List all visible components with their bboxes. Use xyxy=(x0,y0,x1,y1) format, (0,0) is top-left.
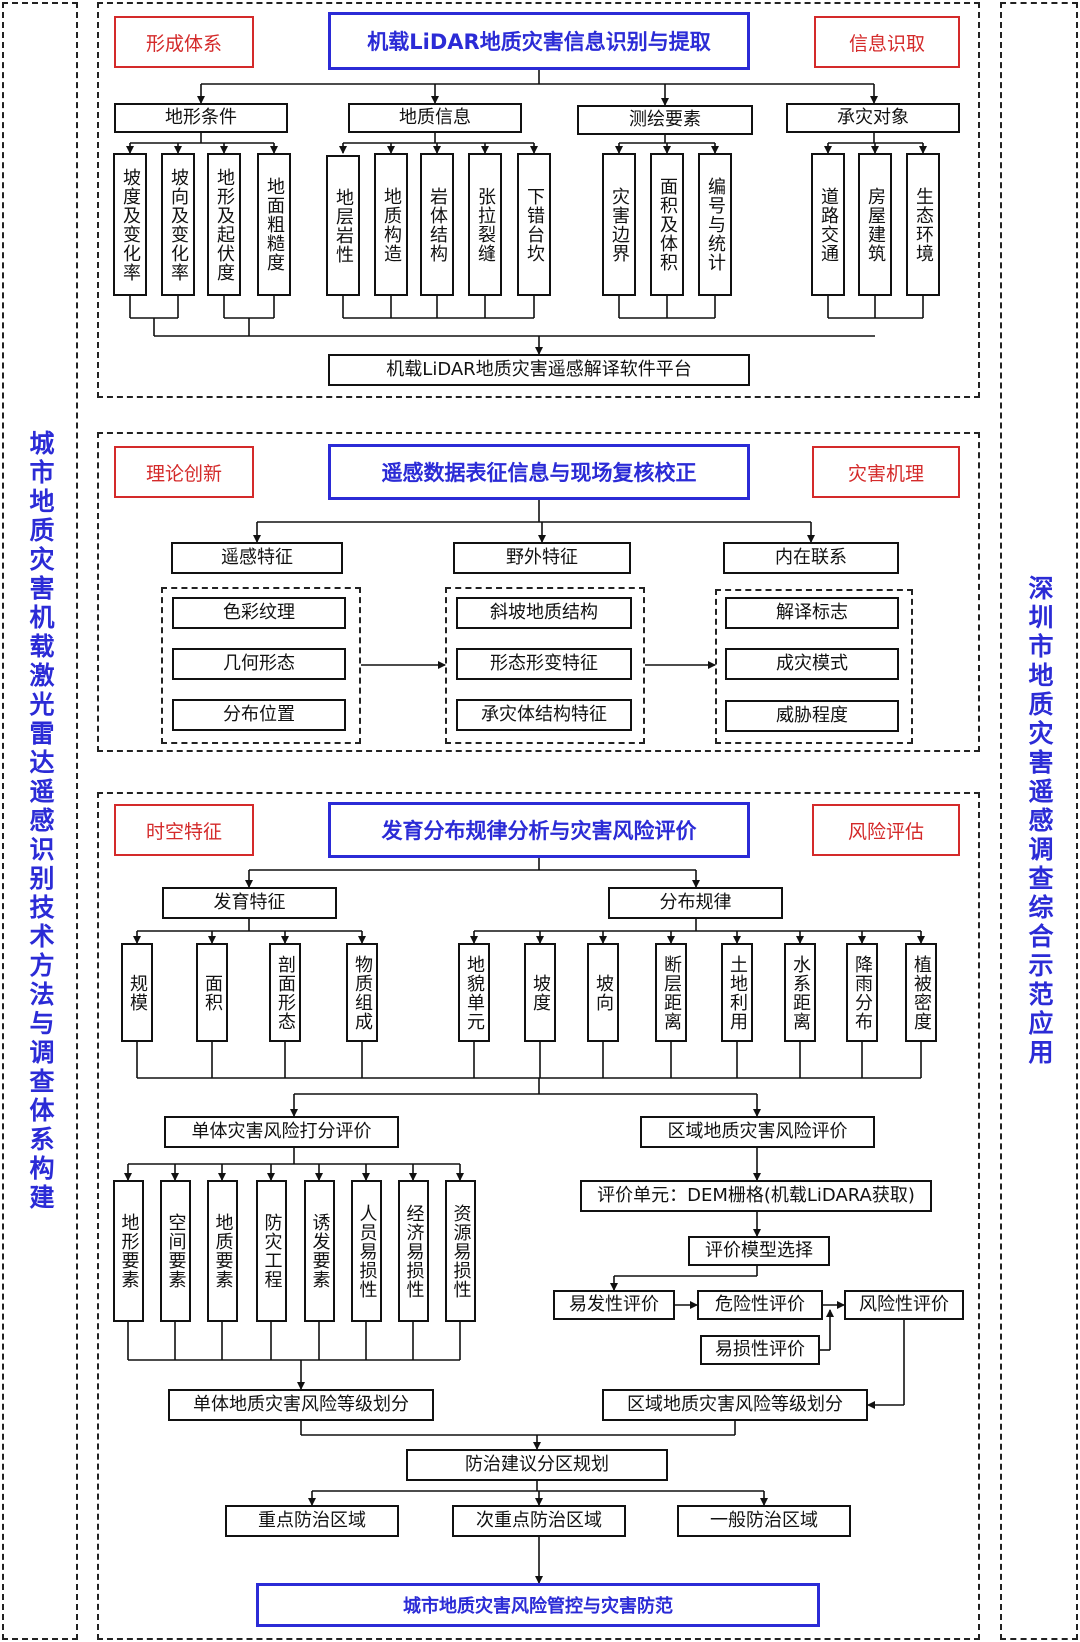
field-feature-item: 形态形变特征 xyxy=(456,648,632,680)
inner-link-item: 解译标志 xyxy=(725,597,899,629)
dist-item: 水系距离 xyxy=(784,943,816,1042)
right-label: 深圳市地质灾害遥感调查综合示范应用 xyxy=(1025,574,1054,1068)
terrain-item: 坡度及变化率 xyxy=(113,153,147,296)
section3-title: 发育分布规律分析与灾害风险评价 xyxy=(328,802,750,858)
bearer-item: 生态环境 xyxy=(906,153,940,296)
dist-rule-label: 分布规律 xyxy=(608,887,783,919)
terrain-item: 地面粗糙度 xyxy=(257,153,291,296)
right-label-wrap: 深圳市地质灾害遥感调查综合示范应用 xyxy=(1000,2,1078,1640)
tag-mechanism: 灾害机理 xyxy=(812,446,960,498)
zone-general: 一般防治区域 xyxy=(677,1505,851,1537)
left-frame xyxy=(2,2,78,1640)
region-risk-label: 区域地质灾害风险评价 xyxy=(640,1116,875,1148)
dist-item: 植被密度 xyxy=(905,943,937,1042)
region-grade: 区域地质灾害风险等级划分 xyxy=(602,1389,868,1421)
inner-link-group xyxy=(715,589,913,744)
survey-item: 灾害边界 xyxy=(602,153,636,296)
left-label: 城市地质灾害机载激光雷达遥感识别技术方法与调查体系构建 xyxy=(26,429,55,1213)
inner-link-item: 威胁程度 xyxy=(725,700,899,732)
final-goal: 城市地质灾害风险管控与灾害防范 xyxy=(256,1583,820,1627)
dist-item: 降雨分布 xyxy=(846,943,878,1042)
single-item: 经济易损性 xyxy=(398,1180,429,1322)
tag-theory: 理论创新 xyxy=(114,446,254,498)
field-feature-item: 承灾体结构特征 xyxy=(456,699,632,731)
group-survey: 测绘要素 xyxy=(577,105,753,135)
inner-link-label: 内在联系 xyxy=(723,542,899,574)
terrain-item: 坡向及变化率 xyxy=(161,153,195,296)
geology-item: 下错台坎 xyxy=(517,153,551,296)
section3-frame xyxy=(97,792,980,1640)
eval-unit: 评价单元：DEM栅格(机载LiDARA获取) xyxy=(580,1180,932,1212)
single-item: 人员易损性 xyxy=(351,1180,382,1322)
single-grade: 单体地质灾害风险等级划分 xyxy=(168,1389,434,1421)
survey-item: 面积及体积 xyxy=(650,153,684,296)
single-item: 地形要素 xyxy=(113,1180,144,1322)
dist-item: 断层距离 xyxy=(655,943,687,1042)
model-select: 评价模型选择 xyxy=(688,1236,830,1266)
dev-feature-label: 发育特征 xyxy=(162,887,337,919)
tag-form-system: 形成体系 xyxy=(114,16,254,68)
dev-item: 物质组成 xyxy=(346,943,378,1042)
single-item: 诱发要素 xyxy=(304,1180,335,1322)
bearer-item: 道路交通 xyxy=(811,153,845,296)
group-hazard-bearer: 承灾对象 xyxy=(786,103,960,133)
field-feature-group xyxy=(445,587,645,744)
dist-item: 土地利用 xyxy=(721,943,753,1042)
risk-eval: 风险性评价 xyxy=(844,1290,964,1320)
dist-item: 地貌单元 xyxy=(458,943,490,1042)
dev-item: 面积 xyxy=(196,943,228,1042)
left-label-wrap: 城市地质灾害机载激光雷达遥感识别技术方法与调查体系构建 xyxy=(2,2,78,1640)
zoning-plan: 防治建议分区规划 xyxy=(406,1449,668,1481)
tag-risk-assess: 风险评估 xyxy=(812,804,960,856)
rs-feature-item: 几何形态 xyxy=(172,648,346,680)
susceptibility-eval: 易发性评价 xyxy=(553,1290,675,1320)
rs-feature-label: 遥感特征 xyxy=(171,542,343,574)
tag-spatiotemporal: 时空特征 xyxy=(114,804,254,856)
single-item: 空间要素 xyxy=(160,1180,191,1322)
field-feature-label: 野外特征 xyxy=(453,542,631,574)
single-item: 地质要素 xyxy=(207,1180,238,1322)
group-terrain: 地形条件 xyxy=(114,103,288,133)
geology-item: 张拉裂缝 xyxy=(468,153,502,296)
vulnerability-eval: 易损性评价 xyxy=(700,1335,820,1365)
rs-feature-item: 分布位置 xyxy=(172,699,346,731)
zone-key: 重点防治区域 xyxy=(225,1505,399,1537)
geology-item: 地质构造 xyxy=(374,153,408,296)
dev-item: 剖面形态 xyxy=(269,943,301,1042)
section1-title: 机载LiDAR地质灾害信息识别与提取 xyxy=(328,12,750,70)
geology-item: 岩体结构 xyxy=(420,153,454,296)
single-item: 防灾工程 xyxy=(256,1180,287,1322)
right-frame xyxy=(1000,2,1078,1640)
section2-title: 遥感数据表征信息与现场复核校正 xyxy=(328,444,750,500)
software-platform: 机载LiDAR地质灾害遥感解译软件平台 xyxy=(328,354,750,386)
dist-item: 坡向 xyxy=(587,943,619,1042)
group-geology: 地质信息 xyxy=(348,103,522,133)
field-feature-item: 斜坡地质结构 xyxy=(456,597,632,629)
survey-item: 编号与统计 xyxy=(698,153,732,296)
dist-item: 坡度 xyxy=(524,943,556,1042)
single-risk-label: 单体灾害风险打分评价 xyxy=(164,1116,399,1148)
tag-info-extract: 信息识取 xyxy=(814,16,960,68)
single-item: 资源易损性 xyxy=(445,1180,476,1322)
rs-feature-group xyxy=(161,587,361,744)
terrain-item: 地形及起伏度 xyxy=(207,153,241,296)
dev-item: 规模 xyxy=(121,943,153,1042)
rs-feature-item: 色彩纹理 xyxy=(172,597,346,629)
section1-frame xyxy=(97,2,980,398)
inner-link-item: 成灾模式 xyxy=(725,648,899,680)
bearer-item: 房屋建筑 xyxy=(858,153,892,296)
hazard-eval: 危险性评价 xyxy=(697,1290,823,1320)
section2-frame xyxy=(97,432,980,752)
geology-item: 地层岩性 xyxy=(326,155,360,296)
zone-secondary: 次重点防治区域 xyxy=(452,1505,626,1537)
